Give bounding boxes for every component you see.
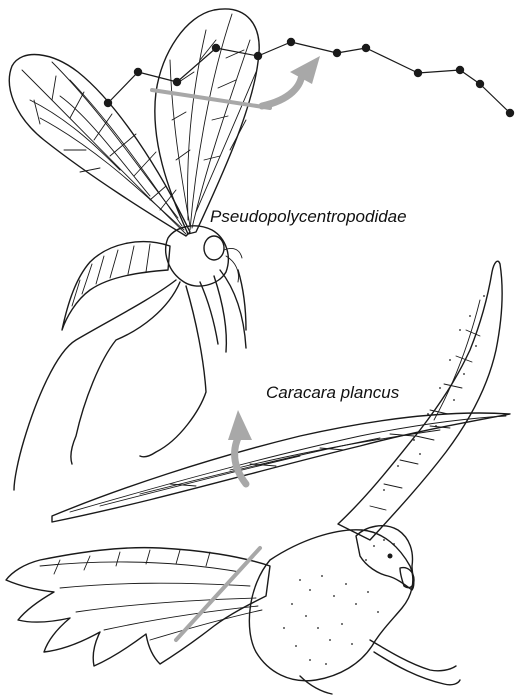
profile-point [456, 66, 464, 74]
bird-body [249, 530, 412, 681]
bird-illustration [6, 261, 502, 694]
profile-point [134, 68, 142, 76]
curved-arrow-icon [290, 56, 320, 84]
insect-illustration [9, 9, 259, 490]
profile-point [333, 49, 341, 57]
insect-eye [204, 236, 224, 260]
profile-point [173, 78, 181, 86]
insect-left-wing [9, 55, 190, 236]
bird-taxon-label: Caracara plancus [266, 383, 400, 402]
profile-point [506, 109, 514, 117]
insect-taxon-label: Pseudopolycentropodidae [210, 207, 407, 226]
bird-eye [388, 554, 393, 559]
profile-point [212, 44, 220, 52]
insect-left-wing-veins [22, 62, 186, 234]
bird-plumage-stipple [283, 295, 485, 665]
profile-point [414, 69, 422, 77]
curved-arrow-icon [228, 410, 252, 440]
profile-point [362, 44, 370, 52]
insect-right-wing [155, 9, 259, 234]
bird-legs [370, 640, 460, 685]
upper-rotation-arrow [262, 56, 320, 106]
insect-thorax [166, 226, 229, 286]
wing-section-blade [52, 413, 510, 522]
bird-section-bar [176, 548, 260, 640]
profile-point [287, 38, 295, 46]
profile-point [476, 80, 484, 88]
insect-legs [14, 270, 246, 490]
